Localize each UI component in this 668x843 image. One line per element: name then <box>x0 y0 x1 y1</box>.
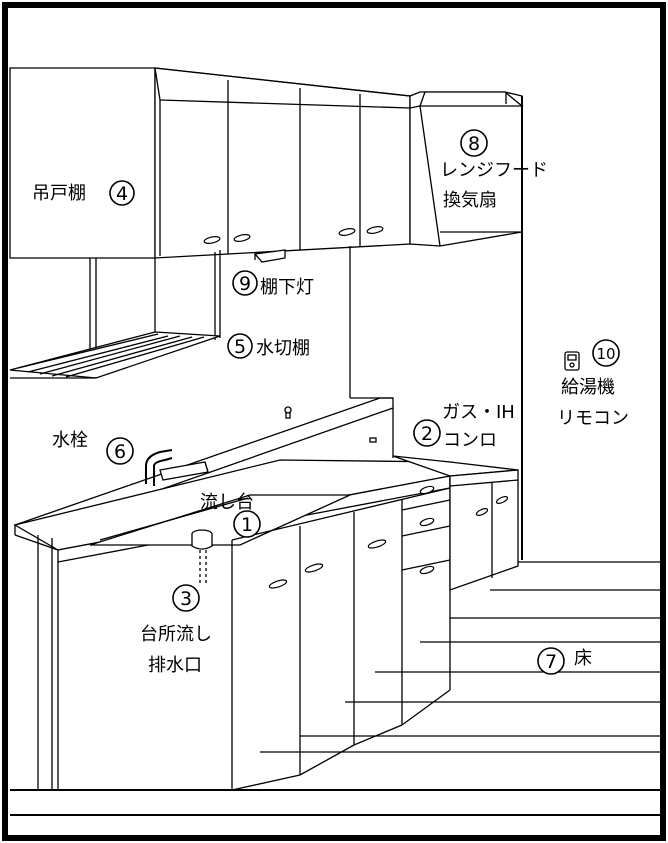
drain-rack <box>9 250 221 379</box>
sink-number: 1 <box>241 514 253 536</box>
stove-label: ガス・IH <box>442 402 515 423</box>
hood-number-circle <box>460 129 488 157</box>
wall-cabinet <box>9 67 411 259</box>
heater-label-2: リモコン <box>557 408 629 429</box>
light-number: 9 <box>239 273 251 295</box>
stove-number: 2 <box>421 423 433 445</box>
cabinet-number: 4 <box>116 183 128 205</box>
hood-label-2: 換気扇 <box>443 190 497 211</box>
sink-number-circle <box>233 510 261 538</box>
drain-label-2: 排水口 <box>148 655 202 676</box>
faucet-label: 水栓 <box>52 430 88 451</box>
cabinet-label: 吊戸棚 <box>32 183 86 204</box>
stove-cabinet <box>392 455 519 591</box>
stove-label-2: コンロ <box>443 430 497 451</box>
drain <box>191 529 213 584</box>
drain-number: 3 <box>180 588 192 610</box>
drain-number-circle <box>172 584 200 612</box>
light-label: 棚下灯 <box>260 277 314 298</box>
rack-label: 水切棚 <box>256 338 310 359</box>
remote-control-icon <box>564 351 580 371</box>
drain-label: 台所流し <box>140 624 212 645</box>
sink-label: 流し台 <box>200 492 254 513</box>
faucet <box>145 449 209 486</box>
range-hood <box>409 91 524 247</box>
floor-number: 7 <box>545 651 557 673</box>
faucet-number-circle <box>106 437 134 465</box>
floor <box>10 561 660 816</box>
floor-label: 床 <box>574 648 592 669</box>
heater-label: 給湯機 <box>561 377 615 398</box>
rack-number-circle <box>227 333 253 359</box>
heater-number: 10 <box>596 345 615 363</box>
faucet-number: 6 <box>114 441 126 463</box>
under-shelf-light <box>253 249 286 263</box>
heater-number-circle <box>592 339 620 367</box>
hood-label: レンジフード <box>440 160 548 181</box>
hood-number: 8 <box>468 133 480 155</box>
rack-number: 5 <box>234 336 246 358</box>
light-number-circle <box>232 270 258 296</box>
cabinet-number-circle <box>109 180 135 206</box>
stove-number-circle <box>413 419 441 447</box>
floor-number-circle <box>537 647 565 675</box>
